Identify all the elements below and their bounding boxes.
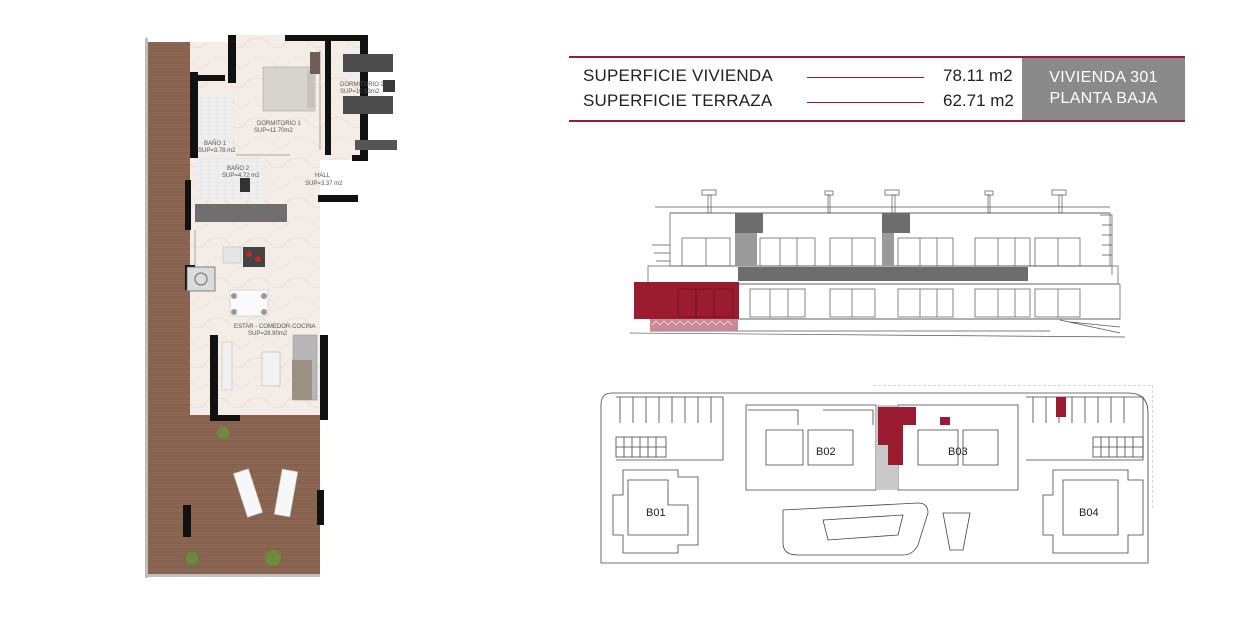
bathroom-2-floor	[196, 158, 266, 200]
surface-summary: SUPERFICIE VIVIENDA 78.11 m2 SUPERFICIE …	[569, 56, 1185, 122]
room-area: SUP=3.78 m2	[198, 148, 236, 154]
building-elevation	[629, 185, 1130, 340]
room-area: SUP=4.72 m2	[222, 173, 260, 179]
elevation-drawing	[629, 189, 1126, 338]
summary-value: 62.71 m2	[943, 91, 1014, 110]
room-name: ESTAR - COMEDOR-COCINA	[234, 324, 316, 330]
building-label-b01: B01	[646, 507, 666, 519]
room-area: SUP=11.70m2	[254, 128, 293, 134]
building-label-b03: B03	[948, 446, 968, 458]
room-area: SUP=28.90m2	[248, 331, 288, 337]
washing-machine	[186, 266, 216, 292]
floor-name: PLANTA BAJA	[1049, 90, 1158, 107]
top-divider	[569, 56, 1185, 58]
floor-plan-drawing: DORMITORIO 1 SUP=11.70m2 DORMITORIO 2 SU…	[145, 35, 397, 578]
summary-label: SUPERFICIE TERRAZA	[583, 91, 773, 110]
single-bed-1	[343, 54, 393, 72]
building-label-b04: B04	[1079, 507, 1099, 519]
room-area: SUP=10.53m2	[340, 89, 380, 95]
sun-loungers	[232, 468, 299, 518]
single-bed-2	[343, 96, 393, 114]
unit-tag: VIVIENDA 301 PLANTA BAJA	[1022, 58, 1185, 120]
plants	[182, 427, 281, 570]
room-name: HALL	[315, 173, 331, 179]
summary-value: 78.11 m2	[943, 66, 1013, 85]
highlighted-unit-site	[878, 397, 1066, 465]
coffee-table	[261, 351, 281, 387]
room-name: DORMITORIO 1	[257, 121, 302, 127]
room-name: DORMITORIO 2	[340, 82, 385, 88]
bathroom-1-floor	[196, 95, 234, 152]
terrace-floor-bottom	[148, 415, 320, 577]
building-label-b02: B02	[816, 446, 836, 458]
leader-line	[807, 102, 924, 103]
room-name: BAÑO 1	[204, 140, 227, 147]
bottom-divider	[569, 120, 1185, 122]
room-name: BAÑO 2	[227, 165, 250, 172]
site-plan: B01 B02 B03 B04	[598, 384, 1154, 570]
summary-label: SUPERFICIE VIVIENDA	[583, 66, 773, 85]
walls	[185, 35, 368, 525]
floor-plan: DORMITORIO 1 SUP=11.70m2 DORMITORIO 2 SU…	[130, 30, 430, 590]
summary-row-dwelling: SUPERFICIE VIVIENDA 78.11 m2	[583, 66, 1023, 88]
site-plan-drawing: B01 B02 B03 B04	[600, 384, 1154, 564]
room-area: SUP=3.37 m2	[305, 181, 343, 187]
double-bed	[262, 66, 316, 112]
leader-line	[807, 77, 924, 78]
summary-row-terrace: SUPERFICIE TERRAZA 62.71 m2	[583, 91, 1023, 113]
hob	[243, 247, 265, 267]
elevation-shading	[735, 213, 1028, 281]
unit-name: VIVIENDA 301	[1049, 69, 1158, 86]
room-labels: DORMITORIO 1 SUP=11.70m2 DORMITORIO 2 SU…	[198, 82, 385, 337]
highlighted-unit-elevation	[634, 282, 739, 331]
kitchen-counter	[195, 204, 287, 222]
